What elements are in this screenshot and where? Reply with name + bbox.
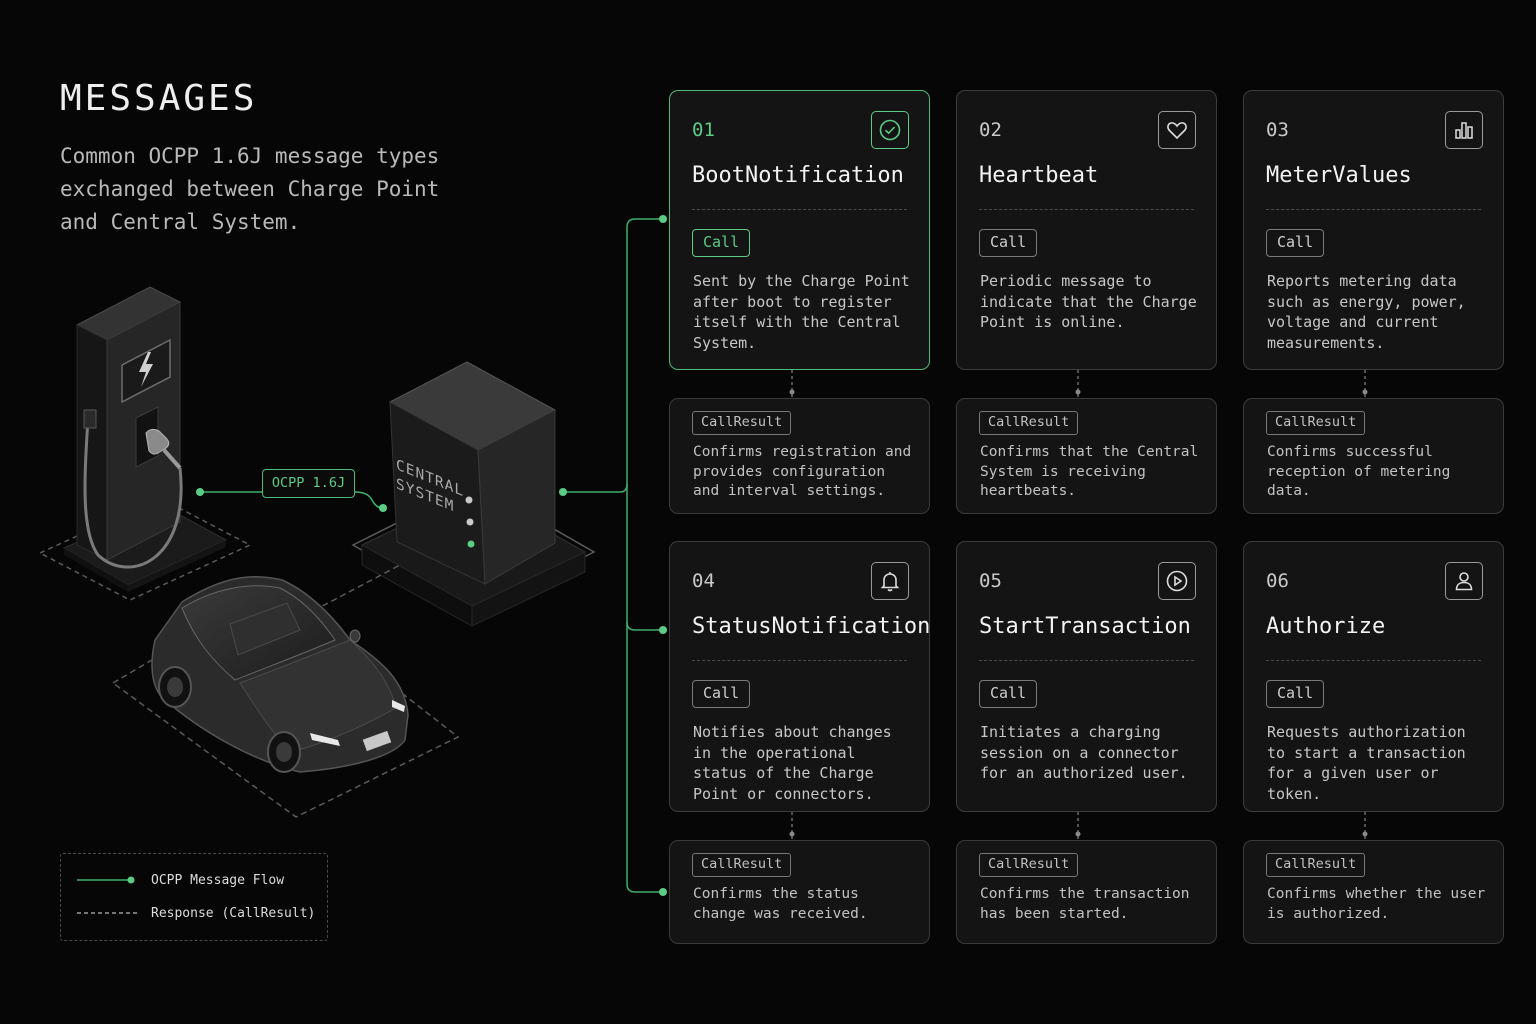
message-type-badge: Call — [979, 229, 1038, 257]
result-type-badge: CallResult — [979, 411, 1079, 435]
message-type-badge: Call — [1266, 229, 1325, 257]
message-description: Sent by the Charge Point after boot to r… — [693, 272, 910, 352]
message-name: MeterValues — [1266, 163, 1412, 188]
legend-response-label: Response (CallResult) — [151, 905, 316, 921]
protocol-label: OCPP 1.6J — [262, 469, 355, 498]
divider — [692, 209, 907, 210]
message-type-badge: Call — [1266, 680, 1325, 708]
message-number: 06 — [1266, 570, 1289, 592]
result-description: Confirms that the Central System is rece… — [980, 444, 1199, 499]
message-name: StatusNotification — [692, 614, 931, 639]
flow-dots — [196, 215, 667, 896]
message-description: Requests authorization to start a transa… — [1267, 723, 1466, 803]
message-type-badge: Call — [979, 680, 1038, 708]
heart-icon — [1158, 111, 1196, 149]
message-number: 03 — [1266, 119, 1289, 141]
divider — [692, 660, 907, 661]
play-circle-icon — [1158, 562, 1196, 600]
message-number: 01 — [692, 119, 715, 141]
divider — [979, 660, 1194, 661]
message-description: Initiates a charging session on a connec… — [980, 723, 1188, 782]
solid-line-icon — [77, 876, 135, 884]
result-type-badge: CallResult — [692, 853, 792, 877]
charger-base — [38, 497, 252, 601]
page-title: MESSAGES — [60, 78, 258, 119]
message-number: 05 — [979, 570, 1002, 592]
legend-flow-label: OCPP Message Flow — [151, 872, 285, 888]
legend-response: Response (CallResult) — [77, 903, 315, 923]
result-description: Confirms successful reception of meterin… — [1267, 444, 1451, 499]
bolt-icon — [139, 352, 153, 387]
message-description: Periodic message to indicate that the Ch… — [980, 272, 1197, 331]
electric-car — [151, 575, 409, 773]
message-type-badge: Call — [692, 229, 751, 257]
bell-icon — [871, 562, 909, 600]
result-type-badge: CallResult — [1266, 411, 1366, 435]
message-name: Authorize — [1266, 614, 1386, 639]
divider — [979, 209, 1194, 210]
result-description: Confirms the transaction has been starte… — [980, 886, 1190, 922]
user-icon — [1445, 562, 1483, 600]
charger-station — [75, 286, 183, 569]
message-description: Notifies about changes in the operationa… — [693, 723, 892, 803]
message-name: BootNotification — [692, 163, 904, 188]
legend-flow: OCPP Message Flow — [77, 870, 284, 890]
result-type-badge: CallResult — [979, 853, 1079, 877]
divider — [1266, 209, 1481, 210]
dashed-line-icon — [77, 912, 137, 914]
message-description: Reports metering data such as energy, po… — [1267, 272, 1466, 352]
message-type-badge: Call — [692, 680, 751, 708]
message-number: 04 — [692, 570, 715, 592]
result-description: Confirms registration and provides confi… — [693, 444, 912, 499]
divider — [1266, 660, 1481, 661]
result-type-badge: CallResult — [692, 411, 792, 435]
message-name: Heartbeat — [979, 163, 1099, 188]
legend: OCPP Message Flow Response (CallResult) — [60, 853, 328, 941]
message-number: 02 — [979, 119, 1002, 141]
message-flow-lines — [200, 218, 663, 893]
central-system-server — [351, 361, 596, 627]
message-name: StartTransaction — [979, 614, 1191, 639]
result-type-badge: CallResult — [1266, 853, 1366, 877]
response-connectors — [791, 370, 1366, 840]
result-description: Confirms whether the user is authorized. — [1267, 886, 1486, 922]
bar-chart-icon — [1445, 111, 1483, 149]
result-description: Confirms the status change was received. — [693, 886, 868, 922]
check-circle-icon — [871, 111, 909, 149]
page-subtitle: Common OCPP 1.6J message types exchanged… — [60, 144, 440, 234]
